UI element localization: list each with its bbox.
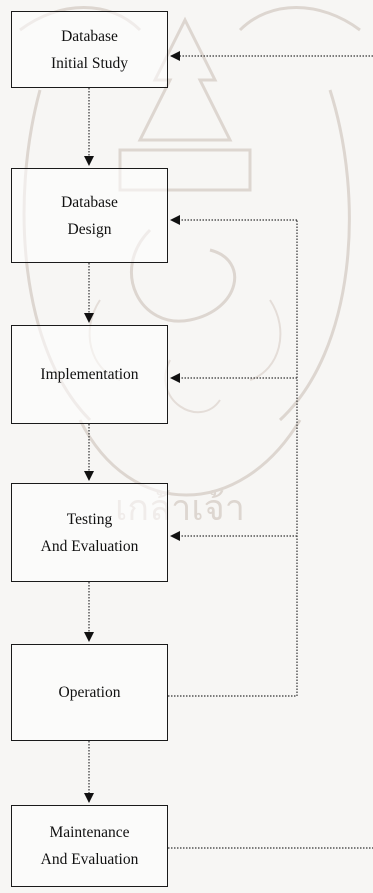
step-maintenance-and-evaluation: Maintenance And Evaluation (11, 805, 168, 887)
step-testing-and-evaluation: Testing And Evaluation (11, 483, 168, 582)
step-label-line: Implementation (40, 366, 139, 383)
step-label-line: Design (67, 220, 112, 238)
step-database-initial-study: Database Initial Study (11, 11, 168, 88)
step-label-line: Testing (66, 510, 113, 528)
step-label-line: And Evaluation (40, 851, 139, 868)
step-label-line: Initial Study (50, 54, 129, 72)
step-operation: Operation (11, 644, 168, 741)
step-label-line: And Evaluation (40, 537, 139, 555)
step-label-line: Database (61, 193, 118, 211)
step-label-line: Maintenance (49, 824, 130, 841)
step-database-design: Database Design (11, 168, 168, 263)
step-label-line: Operation (58, 684, 121, 701)
feedback-operation-line (168, 220, 298, 697)
step-label-line: Database (61, 27, 118, 45)
step-implementation: Implementation (11, 325, 168, 424)
